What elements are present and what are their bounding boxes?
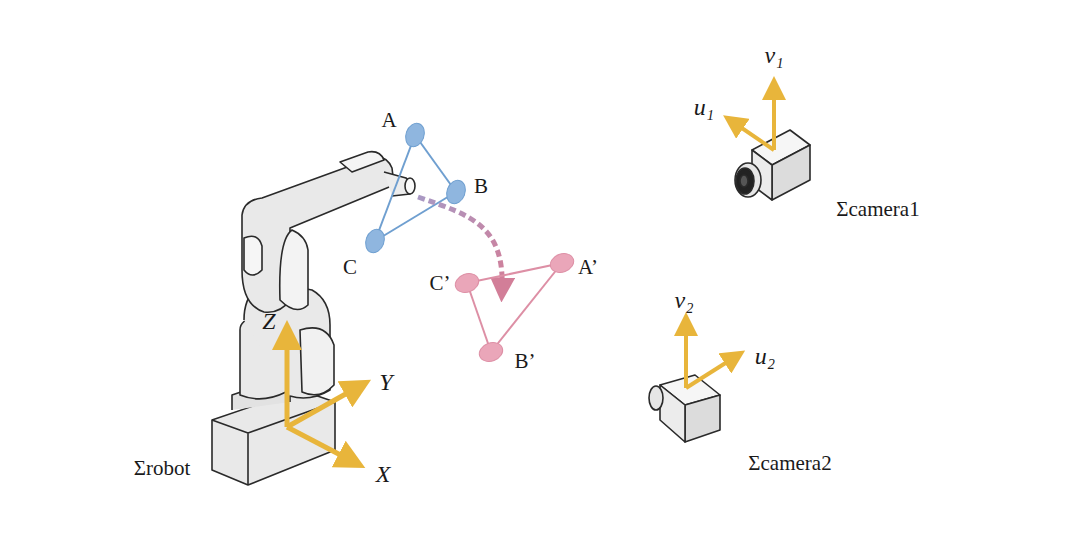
robot-axes	[287, 335, 358, 461]
axis-label: u₂	[755, 344, 775, 368]
axis-label: Y	[379, 370, 392, 394]
axis-label: X	[376, 462, 391, 486]
initial-triangle	[362, 121, 468, 256]
point-label: B	[474, 176, 488, 197]
frame-label: Σrobot	[134, 458, 191, 479]
axis-label: v₁	[765, 43, 784, 67]
point-label: B’	[515, 351, 536, 372]
point-label: A	[381, 110, 396, 131]
point-label: C’	[430, 273, 451, 294]
frame-label: Σcamera2	[748, 453, 831, 474]
camera2-axes	[686, 324, 735, 388]
frame-label: Σcamera1	[836, 199, 919, 220]
axis-label: Z	[262, 309, 275, 333]
robot-arm	[212, 152, 415, 485]
point-label: A’	[578, 257, 598, 278]
point-label: C	[343, 257, 357, 278]
target-triangle	[453, 250, 577, 364]
camera1-axes	[733, 88, 774, 150]
axis-label: u₁	[694, 95, 714, 119]
axis-label: v₂	[675, 288, 694, 312]
